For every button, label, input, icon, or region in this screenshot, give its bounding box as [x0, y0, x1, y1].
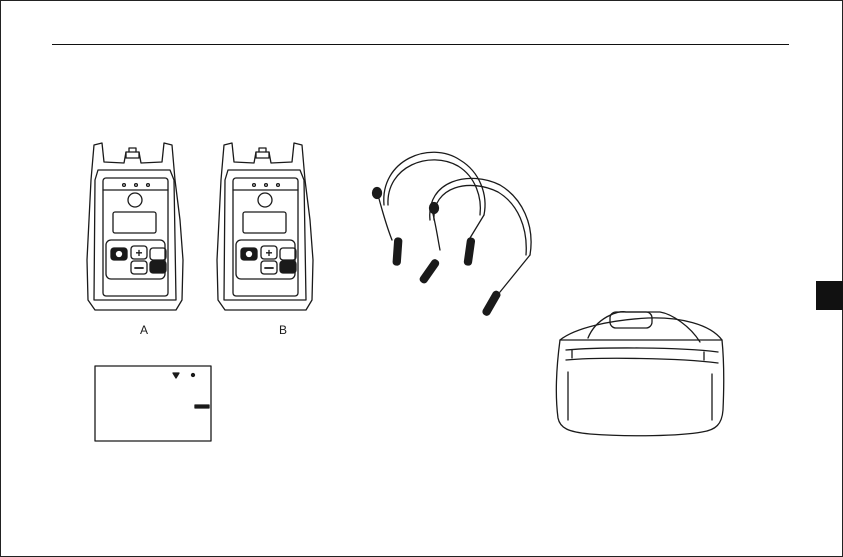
device-a: +	[87, 143, 183, 310]
device-a-faceplate	[103, 178, 168, 296]
device-a-connector	[126, 148, 139, 158]
bag-lid	[560, 318, 722, 340]
carry-bag-icon	[556, 312, 723, 436]
device-a-label: A	[140, 323, 148, 337]
device-b-label: B	[279, 323, 287, 337]
device-a-power-knob	[128, 193, 142, 207]
device-a-led	[123, 184, 126, 187]
device-b: +	[217, 143, 313, 310]
bag-handle	[588, 312, 700, 342]
svg-text:+: +	[265, 246, 272, 260]
device-a-phone-button	[150, 261, 166, 273]
device-a-screen	[113, 212, 156, 233]
bag-body	[556, 340, 723, 436]
headset-pair-icon	[373, 152, 532, 316]
svg-text:+: +	[135, 246, 142, 260]
lcd-display-card	[95, 366, 211, 441]
